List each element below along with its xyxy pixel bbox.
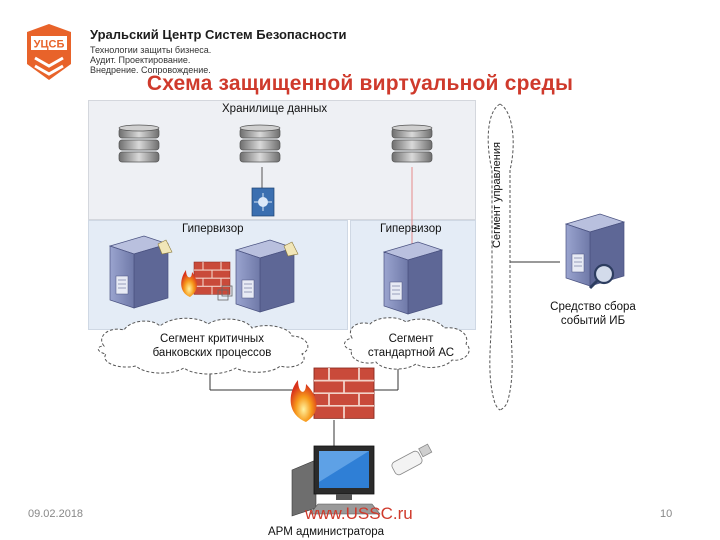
storage-label: Хранилище данных	[222, 103, 328, 115]
critical-segment-cloud	[97, 317, 309, 375]
company-tagline: Технологии защиты бизнеса. Аудит. Проект…	[90, 45, 310, 75]
database-icon-3	[391, 124, 433, 163]
slide-title: Схема защищенной виртуальной среды	[146, 72, 574, 95]
critical-segment-label: Сегмент критичных банковских процессов	[152, 333, 272, 359]
management-segment-bracket	[487, 103, 501, 411]
tagline-line-3: Внедрение. Сопровождение.	[90, 65, 211, 75]
admin-workstation-label: АРМ администратора	[268, 526, 385, 538]
tagline-line-2: Аудит. Проектирование.	[90, 55, 191, 65]
server-icon-hypervisor-right	[383, 241, 443, 315]
virtual-firewall-icon	[181, 261, 233, 301]
vm-marker-icon-2	[283, 241, 299, 257]
database-icon-2	[239, 124, 281, 163]
standard-segment-label: Сегмент стандартной АС	[367, 333, 455, 359]
firewall-icon	[290, 367, 375, 422]
tagline-line-1: Технологии защиты бизнеса.	[90, 45, 212, 55]
standard-segment-cloud	[344, 317, 470, 370]
logo-text: УЦСБ	[34, 39, 65, 51]
hypervisor-left-label: Гипервизор	[182, 223, 244, 235]
management-segment-label: Сегмент управления	[491, 142, 503, 248]
slide-date: 09.02.2018	[28, 508, 84, 520]
admin-workstation-icon	[291, 445, 381, 517]
vm-marker-icon-1	[157, 239, 173, 255]
hypervisor-right-label: Гипервизор	[380, 223, 442, 235]
network-switch-icon	[251, 187, 275, 217]
ussc-logo: УЦСБ	[27, 24, 71, 80]
database-icon-1	[118, 124, 160, 163]
siem-label: Средство сбора событий ИБ	[550, 301, 636, 327]
company-name: Уральский Центр Систем Безопасности	[90, 27, 347, 42]
siem-server-icon	[565, 213, 625, 290]
server-icon-hypervisor-left-2	[235, 239, 295, 313]
slide-number: 10	[660, 508, 673, 520]
usb-flash-drive-icon	[391, 443, 433, 476]
website-link[interactable]: www.USSC.ru	[305, 504, 413, 523]
